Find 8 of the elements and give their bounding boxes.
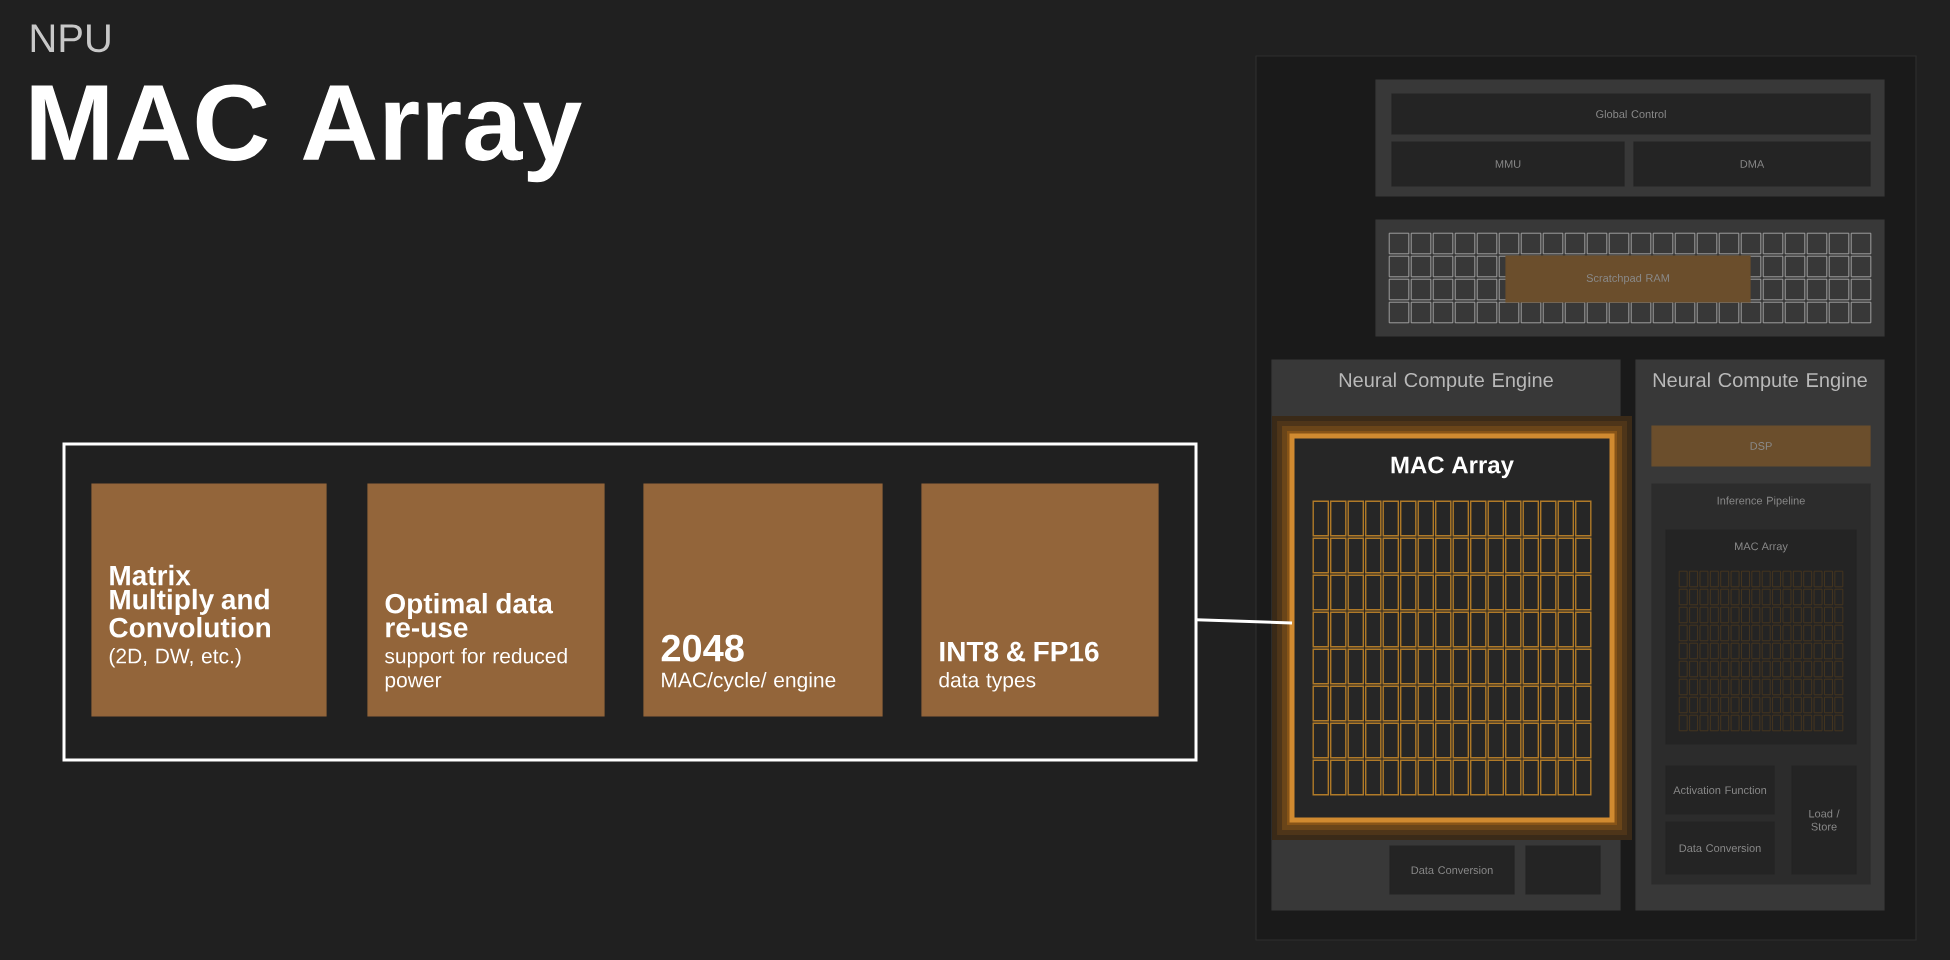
mac-array-box: MAC Array (1272, 416, 1632, 840)
feature-card: Matrix Multiply and Convolution (2D, DW, etc.) (91, 483, 327, 717)
connector-line (1195, 618, 1293, 625)
feature-card: 2048 MAC/cycle/ engine (643, 483, 883, 717)
subtitle: NPU (31, 24, 110, 53)
feature-card: Optimal data re-use support for reduced power (367, 483, 605, 717)
title: MAC Array (31, 84, 582, 183)
feature-card: INT8 & FP16 data types (921, 483, 1159, 717)
